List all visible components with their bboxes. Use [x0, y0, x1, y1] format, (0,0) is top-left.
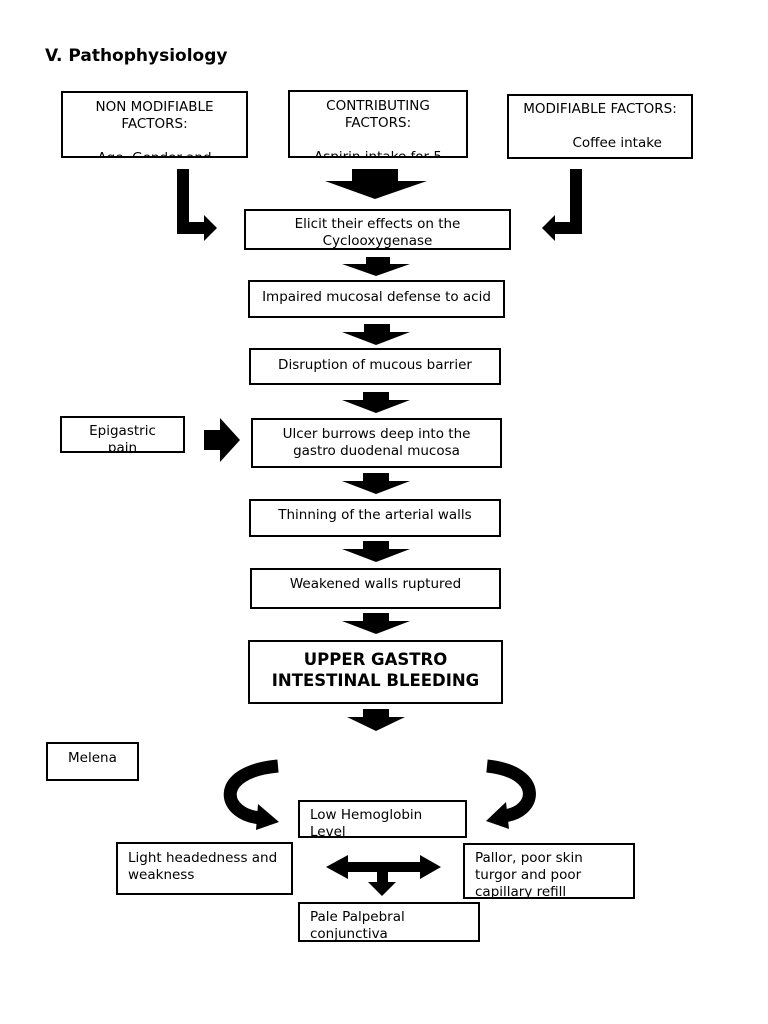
right-curved-arrowhead [486, 802, 509, 829]
contributing-factors-box: CONTRIBUTING FACTORS: Aspirin intake for… [288, 90, 468, 158]
right-l-arrow [542, 169, 582, 241]
right-curved-arrow [486, 759, 536, 823]
modifiable-factors-box: MODIFIABLE FACTORS: Coffee intake [507, 94, 693, 159]
ugib-box: UPPER GASTRO INTESTINAL BLEEDING [248, 640, 503, 704]
cyclooxygenase-box: Elicit their effects on the Cyclooxygena… [244, 209, 511, 250]
right-arrow-epigastric [204, 418, 240, 462]
down-arrow-5 [342, 541, 410, 562]
down-arrow-4 [342, 473, 410, 494]
left-curved-arrow [223, 759, 279, 825]
ulcer-box: Ulcer burrows deep into the gastro duode… [251, 418, 502, 468]
double-headed-arrow [326, 855, 441, 879]
ruptured-box: Weakened walls ruptured [250, 568, 501, 609]
left-curved-arrowhead [256, 804, 279, 830]
diagram-heading: V. Pathophysiology [45, 46, 228, 66]
low-hemoglobin-box: Low Hemoglobin Level [298, 800, 467, 838]
impaired-defense-box: Impaired mucosal defense to acid [248, 280, 505, 318]
epigastric-pain-box: Epigastric pain [60, 416, 185, 453]
thinning-box: Thinning of the arterial walls [249, 499, 501, 537]
down-arrow-6 [342, 613, 410, 634]
non-modifiable-factors-box: NON MODIFIABLE FACTORS: Age, Gender and [61, 91, 248, 158]
down-arrow-3 [342, 392, 410, 413]
down-branch-arrow [368, 872, 396, 896]
mucous-barrier-box: Disruption of mucous barrier [249, 348, 501, 385]
pallor-box: Pallor, poor skin turgor and poor capill… [463, 843, 635, 899]
down-arrow-2 [342, 324, 410, 345]
pale-palpebral-box: Pale Palpebral conjunctiva [298, 902, 480, 942]
down-arrow-7 [347, 709, 405, 731]
left-l-arrow [177, 169, 217, 241]
light-headedness-box: Light headedness and weakness [116, 842, 293, 895]
down-arrow-1 [342, 257, 410, 276]
melena-box: Melena [46, 742, 139, 781]
center-down-arrow [325, 169, 427, 199]
